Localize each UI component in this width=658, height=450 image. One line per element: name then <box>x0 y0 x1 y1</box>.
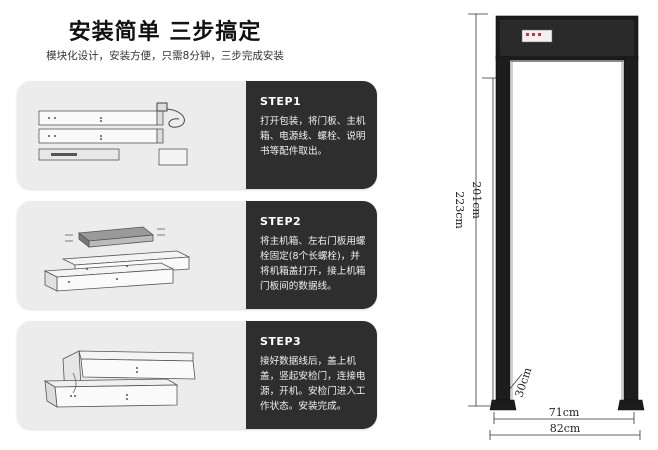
step3-label: STEP3 <box>260 335 302 348</box>
inner-height-label: 201cm <box>470 181 483 219</box>
page-subtitle: 模块化设计，安装方便，只需8分钟，三步完成安装 <box>46 50 284 62</box>
step2-panel: STEP2 将主机箱、左右门板用螺栓固定(8个长螺栓)，并将机箱盖打开，接上机箱… <box>246 201 377 309</box>
step3-text: 接好数据线后，盖上机盖，竖起安检门，连接电源，开机。安检门进入工作状态。安装完成… <box>260 356 366 412</box>
step3-illustration <box>17 321 246 429</box>
step2-label: STEP2 <box>260 215 302 228</box>
step1-label: STEP1 <box>260 95 302 108</box>
step2-assembly-drawing <box>43 226 191 292</box>
outer-width-label: 82cm <box>550 422 581 435</box>
step3-panel: STEP3 接好数据线后，盖上机盖，竖起安检门，连接电源，开机。安检门进入工作状… <box>246 321 377 429</box>
step2-card: STEP2 将主机箱、左右门板用螺栓固定(8个长螺栓)，并将机箱盖打开，接上机箱… <box>17 201 377 309</box>
inner-width-label: 71cm <box>549 406 580 419</box>
security-gate-diagram: 223cm 201cm 30cm 71cm 82cm <box>453 13 645 440</box>
step2-text: 将主机箱、左右门板用螺栓固定(8个长螺栓)，并将机箱盖打开，接上机箱门板间的数据… <box>260 236 366 292</box>
step1-parts-drawing <box>38 102 188 166</box>
step1-panel: STEP1 打开包装，将门板、主机箱、电源线、螺栓、说明书等配件取出。 <box>246 81 377 189</box>
step1-illustration <box>17 81 246 189</box>
step3-card: STEP3 接好数据线后，盖上机盖，竖起安检门，连接电源，开机。安检门进入工作状… <box>17 321 377 429</box>
step1-card: STEP1 打开包装，将门板、主机箱、电源线、螺栓、说明书等配件取出。 <box>17 81 377 189</box>
depth-label: 30cm <box>512 365 534 399</box>
outer-height-label: 223cm <box>453 191 466 229</box>
step3-connection-drawing <box>43 350 196 408</box>
page-title: 安装简单 三步搞定 <box>68 20 262 45</box>
step2-illustration <box>17 201 246 309</box>
step1-text: 打开包装，将门板、主机箱、电源线、螺栓、说明书等配件取出。 <box>260 116 366 157</box>
